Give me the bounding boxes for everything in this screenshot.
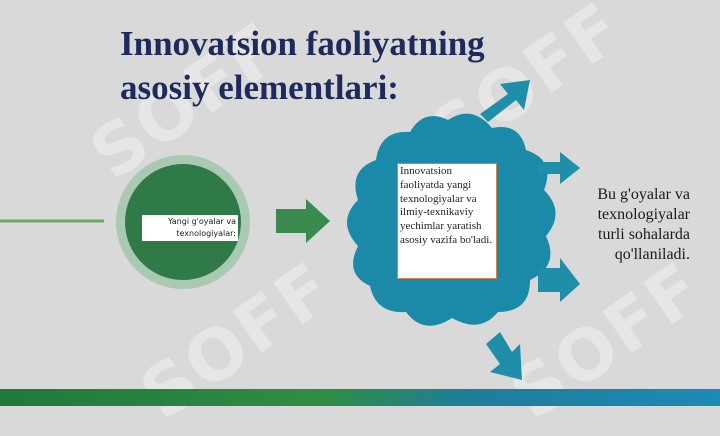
arrow-right-icon — [276, 199, 330, 243]
page-title: Innovatsion faoliyatning asosiy elementl… — [120, 22, 485, 110]
side-text: Bu g'oyalar va texnologiyalar turli soha… — [597, 186, 690, 263]
arrow-right-icon — [538, 258, 580, 302]
circle-label: Yangi g'oyalar va texnologiyalar: — [142, 215, 238, 241]
center-text-box: Innovatsion faoliyatda yangi texnologiya… — [397, 163, 497, 279]
bottom-bar — [0, 389, 720, 406]
arrow-right-icon — [538, 152, 580, 184]
title-line-1: Innovatsion faoliyatning — [120, 24, 485, 63]
arrow-up-right-icon — [480, 80, 530, 122]
arrow-down-right-icon — [486, 332, 522, 380]
title-line-2: asosiy elementlari: — [120, 68, 399, 107]
